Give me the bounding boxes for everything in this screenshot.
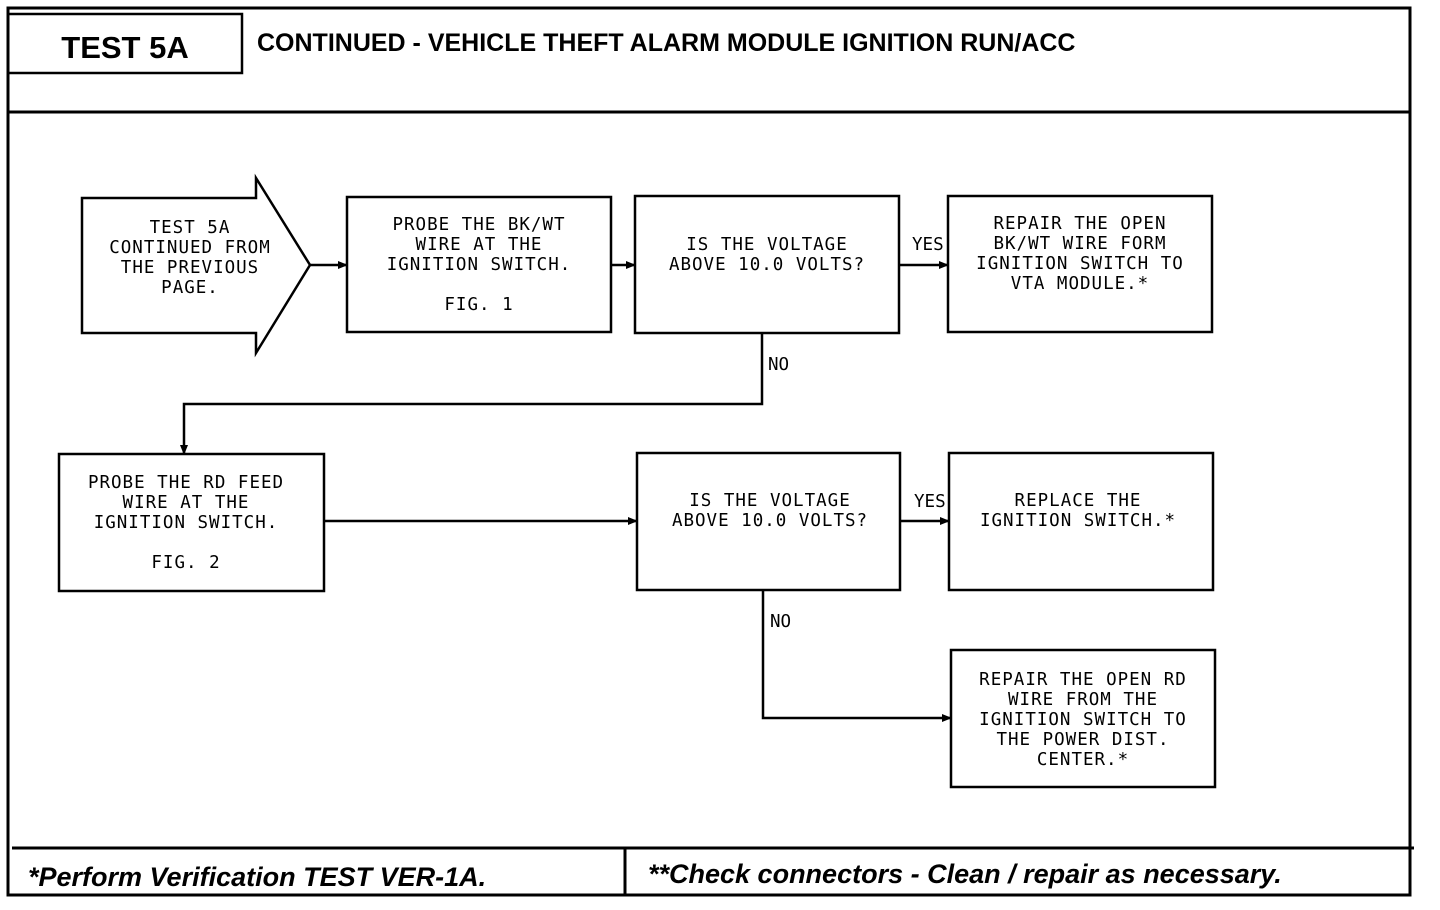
- edge-label-q1-yes: YES: [912, 235, 944, 255]
- node-text-line: VTA MODULE.*: [1011, 274, 1149, 294]
- connectors: [180, 261, 952, 722]
- edge-question1-no: [180, 333, 764, 455]
- node-text-line: WIRE FROM THE: [1008, 690, 1158, 710]
- edge-label-q2-yes: YES: [914, 492, 946, 512]
- page-frame: [6, 6, 1412, 897]
- node-text-line: CONTINUED FROM: [109, 238, 271, 258]
- question2-box: [635, 451, 902, 592]
- node-text-line: REPLACE THE: [1015, 491, 1142, 511]
- edge-label-q2-no: NO: [770, 612, 791, 632]
- node-text-line: ABOVE 10.0 VOLTS?: [669, 255, 865, 275]
- node-text-line: BK/WT WIRE FORM: [993, 234, 1166, 254]
- node-text-line: TEST 5A: [150, 218, 231, 238]
- node-text-line: IS THE VOLTAGE: [686, 235, 848, 255]
- node-text-line: WIRE AT THE: [123, 493, 250, 513]
- page-title: CONTINUED - VEHICLE THEFT ALARM MODULE I…: [257, 29, 1075, 57]
- probe-rd-box: [57, 452, 326, 593]
- node-text-line: PROBE THE BK/WT: [392, 215, 565, 235]
- node-text-line: CENTER.*: [1037, 750, 1129, 770]
- repair-bkwt-box: [946, 194, 1214, 334]
- node-text-line: WIRE AT THE: [416, 235, 543, 255]
- node-text-line: THE PREVIOUS: [121, 258, 259, 278]
- start-arrow-shape: [80, 173, 312, 358]
- node-text-line: IGNITION SWITCH.*: [980, 511, 1176, 531]
- question1-box: [633, 194, 901, 335]
- node-text-line: IGNITION SWITCH TO: [979, 710, 1187, 730]
- node-text-line: IS THE VOLTAGE: [689, 491, 851, 511]
- node-text-line: PROBE THE RD FEED: [88, 473, 284, 493]
- node-text-line: FIG. 1: [444, 295, 513, 315]
- node-text-line: IGNITION SWITCH.: [387, 255, 572, 275]
- node-text-line: FIG. 2: [151, 553, 220, 573]
- repair-rd-box: [949, 648, 1217, 789]
- node-text-line: REPAIR THE OPEN: [993, 214, 1166, 234]
- edge-question2-no: [761, 590, 952, 722]
- node-text-line: REPAIR THE OPEN RD: [979, 670, 1187, 690]
- replace-switch-box: [947, 451, 1215, 592]
- edge-label-q1-no: NO: [768, 355, 789, 375]
- test-code-box: [6, 12, 244, 75]
- node-text-line: PAGE.: [161, 278, 219, 298]
- footer-note-connectors: **Check connectors - Clean / repair as n…: [648, 859, 1282, 889]
- node-text-line: ABOVE 10.0 VOLTS?: [672, 511, 868, 531]
- test-code: TEST 5A: [61, 30, 188, 65]
- node-text-line: THE POWER DIST.: [996, 730, 1169, 750]
- node-text-line: IGNITION SWITCH TO: [976, 254, 1184, 274]
- footer-note-verification: *Perform Verification TEST VER-1A.: [28, 862, 486, 892]
- probe-bkwt-box: [345, 195, 613, 334]
- node-text-line: IGNITION SWITCH.: [94, 513, 279, 533]
